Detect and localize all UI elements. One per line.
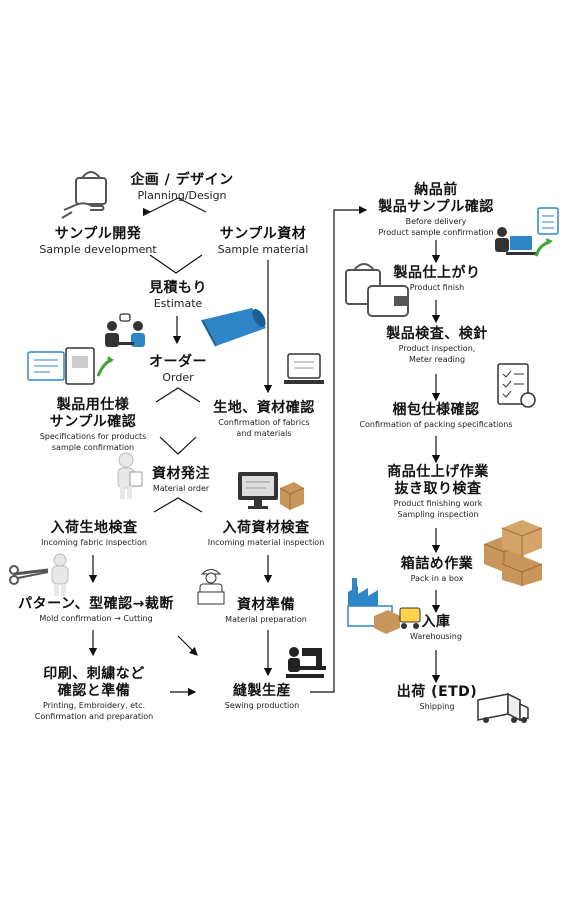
step-label-en: Incoming material inspection [207,538,325,547]
step-label-jp: 確認と準備 [57,683,131,699]
sewing-worker-icon [286,647,326,678]
step-label-jp: 抜き取り検査 [394,481,482,497]
step-label-en: Warehousing [410,632,462,641]
step-label-en: Estimate [153,297,203,310]
step-label-en: Confirmation of packing specifications [359,420,513,429]
step-sample-material: サンプル資材 Sample material [208,226,318,257]
step-label-en: Product sample confirmation [378,228,494,237]
step-label-jp: 入庫 [421,614,451,630]
step-label-jp: オーダー [149,354,207,370]
step-label-en: Mold confirmation → Cutting [39,614,153,623]
step-estimate: 見積もり Estimate [140,280,216,311]
bag-wallet-icon [345,263,409,317]
worker-box-icon [197,569,225,605]
step-incoming-fabric: 入荷生地検査 Incoming fabric inspection [34,520,154,548]
step-label-en: Before delivery [405,217,467,226]
step-fabric-confirmation: 生地、資材確認 Confirmation of fabrics and mate… [208,400,320,439]
step-label-jp: 製品検査、検針 [386,326,488,342]
step-label-jp: 縫製生産 [233,683,291,699]
step-label-jp: 生地、資材確認 [213,400,315,416]
step-before-delivery: 納品前 製品サンプル確認 Before delivery Product sam… [370,182,502,238]
cutting-person-icon [9,553,69,596]
step-sample-development: サンプル開発 Sample development [28,226,168,257]
step-label-en: Sample development [39,243,157,256]
step-label-jp: 製品サンプル確認 [378,199,494,215]
truck-icon [477,692,529,723]
step-label-jp: サンプル確認 [49,414,137,430]
step-label-en: Product finishing work [393,499,483,508]
step-planning: 企画 / デザイン Planning/Design [120,172,244,203]
step-label-en: Confirmation of fabrics [218,418,310,427]
hand-bag-icon [61,171,107,219]
step-product-finishing: 商品仕上げ作業 抜き取り検査 Product finishing work Sa… [376,464,500,520]
step-pack-in-box: 箱詰め作業 Pack in a box [392,556,482,584]
step-label-en: Incoming fabric inspection [41,538,147,547]
step-label-en: Confirmation and preparation [34,712,154,721]
step-label-en: Printing, Embroidery, etc. [42,701,146,710]
step-label-jp: パターン、型確認→裁断 [18,596,174,612]
step-label-jp: 資材発注 [152,466,210,482]
step-printing-embroidery: 印刷、刺繍など 確認と準備 Printing, Embroidery, etc.… [24,666,164,722]
step-label-en: Pack in a box [410,574,464,583]
step-label-en: Shipping [419,702,455,711]
step-label-jp: 印刷、刺繍など [43,666,145,682]
step-label-jp: 資材準備 [237,597,295,613]
computer-worker-icon [495,227,536,255]
step-label-jp: 見積もり [149,280,207,296]
step-material-order: 資材発注 Material order [146,466,216,494]
step-label-jp: 箱詰め作業 [400,556,474,572]
step-sewing-production: 縫製生産 Sewing production [212,683,312,711]
step-label-en: Specifications for products [39,432,147,441]
step-packing-specs: 梱包仕様確認 Confirmation of packing specifica… [354,402,518,430]
step-label-en: Order [162,371,194,384]
step-label-en: Material preparation [225,615,307,624]
inspection-checklist-icon [497,363,536,408]
step-product-inspection: 製品検査、検針 Product inspection, Meter readin… [380,326,494,365]
step-label-en: Planning/Design [137,189,227,202]
step-incoming-material: 入荷資材検査 Incoming material inspection [204,520,328,548]
step-label-en: Product finish [409,283,465,292]
step-product-finish: 製品仕上がり Product finish [390,265,484,293]
step-label-en: Product inspection, [398,344,476,353]
step-pattern-cutting: パターン、型確認→裁断 Mold confirmation → Cutting [16,596,176,624]
laptop-document-icon [284,353,324,384]
step-label-jp: 梱包仕様確認 [392,402,480,418]
step-spec-sample: 製品用仕様 サンプル確認 Specifications for products… [28,397,158,453]
checklist-icon [534,207,559,257]
step-label-en: and materials [236,429,292,438]
person-clipboard-icon [117,452,143,499]
fabric-roll-icon [201,308,266,347]
step-label-jp: サンプル資材 [219,226,307,242]
step-material-preparation: 資材準備 Material preparation [218,597,314,625]
step-label-jp: 企画 / デザイン [130,172,234,188]
step-order: オーダー Order [146,354,210,385]
stacked-boxes-icon [483,520,543,586]
step-label-jp: 製品仕上がり [393,265,481,281]
step-label-jp: 製品用仕様 [56,397,130,413]
meeting-icon [105,313,145,347]
step-label-en: Sampling inspection [397,510,479,519]
step-label-en: Sewing production [224,701,300,710]
step-label-jp: 納品前 [414,182,458,198]
warehouse-icon [347,578,421,634]
step-warehousing: 入庫 Warehousing [406,614,466,642]
step-label-jp: 入荷生地検査 [50,520,138,536]
step-label-en: Sample material [217,243,309,256]
step-label-jp: 入荷資材検査 [222,520,310,536]
step-label-jp: 出荷 (ETD) [396,684,478,700]
step-label-jp: 商品仕上げ作業 [387,464,489,480]
step-label-en: Meter reading [408,355,466,364]
monitor-box-icon [238,472,305,510]
step-label-en: sample confirmation [51,443,135,452]
documents-icon [27,347,114,385]
step-shipping: 出荷 (ETD) Shipping [394,684,480,712]
step-label-jp: サンプル開発 [54,226,142,242]
step-label-en: Material order [152,484,210,493]
